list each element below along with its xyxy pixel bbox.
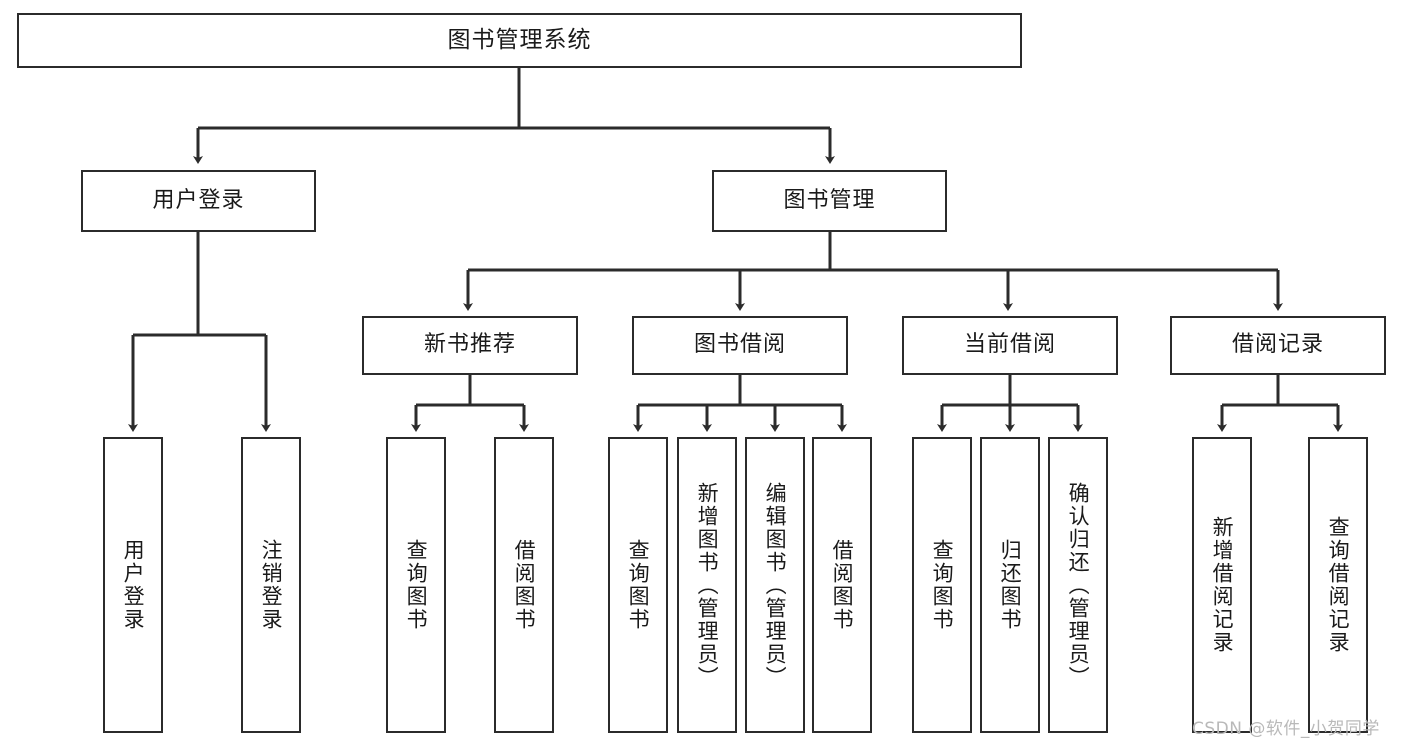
node-root[interactable]: 图书管理系统 (17, 13, 1022, 68)
node-book-borrow[interactable]: 图书借阅 (632, 316, 848, 375)
leaf-label: 借阅图书 (512, 539, 537, 631)
leaf-record-add-record[interactable]: 新增借阅记录 (1192, 437, 1252, 733)
leaf-borrow-borrow-book[interactable]: 借阅图书 (812, 437, 872, 733)
leaf-label: 归还图书 (998, 539, 1023, 631)
leaf-label: 编辑图书（管理员） (763, 481, 788, 689)
leaf-label: 查询借阅记录 (1326, 516, 1351, 654)
leaf-borrow-add-book-admin[interactable]: 新增图书（管理员） (677, 437, 737, 733)
leaf-user-login-signin[interactable]: 用户登录 (103, 437, 163, 733)
leaf-current-confirm-return-admin[interactable]: 确认归还（管理员） (1048, 437, 1108, 733)
leaf-label: 借阅图书 (830, 539, 855, 631)
leaf-current-return-book[interactable]: 归还图书 (980, 437, 1040, 733)
leaf-new-book-query[interactable]: 查询图书 (386, 437, 446, 733)
node-user-login[interactable]: 用户登录 (81, 170, 316, 232)
node-new-book-recommend[interactable]: 新书推荐 (362, 316, 578, 375)
watermark-text: CSDN @软件_小贺同学 (1192, 719, 1380, 739)
node-current-borrow-label: 当前借阅 (963, 332, 1056, 358)
leaf-current-query-book[interactable]: 查询图书 (912, 437, 972, 733)
leaf-record-query-record[interactable]: 查询借阅记录 (1308, 437, 1368, 733)
leaf-label: 查询图书 (626, 539, 651, 631)
leaf-user-login-signout[interactable]: 注销登录 (241, 437, 301, 733)
leaf-new-book-borrow[interactable]: 借阅图书 (494, 437, 554, 733)
leaf-label: 用户登录 (121, 539, 146, 631)
node-book-management[interactable]: 图书管理 (712, 170, 947, 232)
node-current-borrow[interactable]: 当前借阅 (902, 316, 1118, 375)
leaf-borrow-edit-book-admin[interactable]: 编辑图书（管理员） (745, 437, 805, 733)
leaf-label: 查询图书 (404, 539, 429, 631)
node-book-borrow-label: 图书借阅 (693, 332, 786, 358)
node-borrow-record-label: 借阅记录 (1231, 332, 1324, 358)
leaf-label: 确认归还（管理员） (1066, 481, 1091, 689)
node-user-login-label: 用户登录 (152, 187, 245, 213)
leaf-borrow-query-book[interactable]: 查询图书 (608, 437, 668, 733)
node-root-label: 图书管理系统 (447, 26, 592, 53)
node-borrow-record[interactable]: 借阅记录 (1170, 316, 1386, 375)
leaf-label: 注销登录 (259, 539, 284, 631)
leaf-label: 新增借阅记录 (1210, 516, 1235, 654)
node-new-book-recommend-label: 新书推荐 (423, 332, 516, 358)
leaf-label: 查询图书 (930, 539, 955, 631)
leaf-label: 新增图书（管理员） (695, 481, 720, 689)
node-book-management-label: 图书管理 (783, 187, 876, 213)
